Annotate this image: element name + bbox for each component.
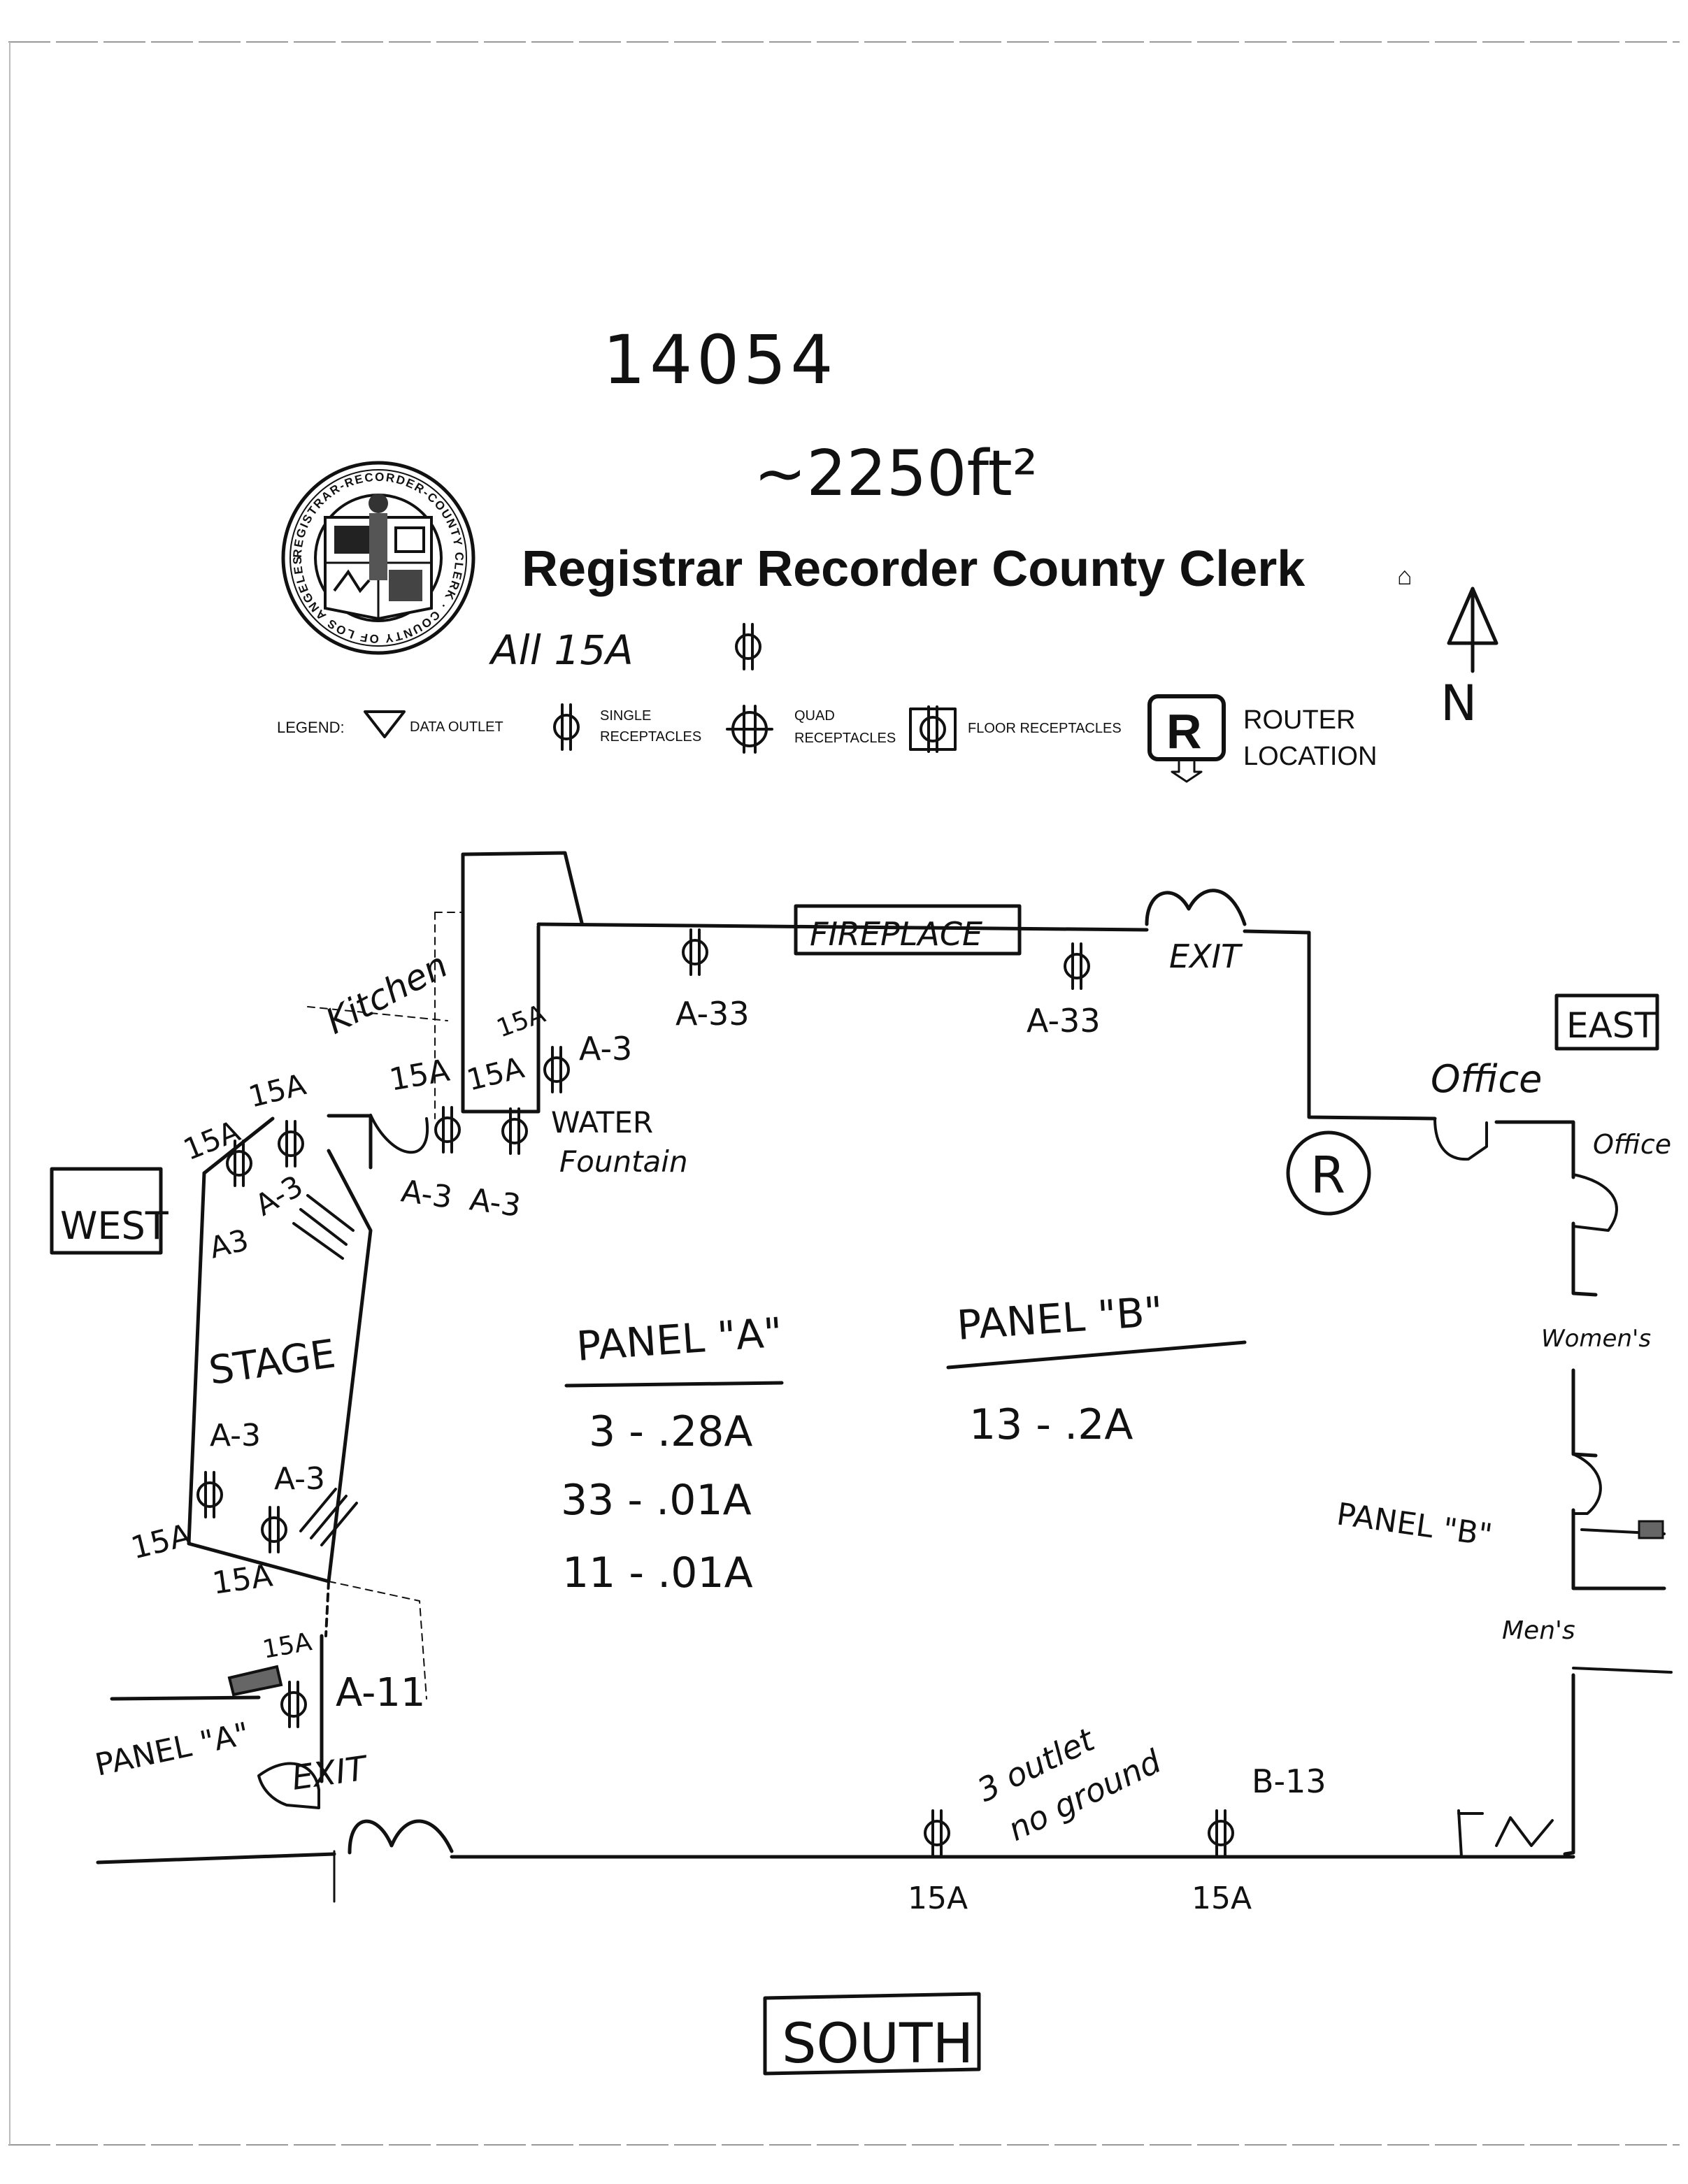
label-a11: A-11: [336, 1670, 426, 1716]
label-a3-stage-w: A-3: [210, 1418, 261, 1453]
label-15a-kitchen-1: 15A: [493, 1000, 550, 1044]
legend-router-icon: R: [1147, 694, 1226, 783]
office-label-2: Office: [1593, 1129, 1671, 1160]
receptacle-kitchen-door: [434, 1106, 461, 1154]
label-15a-kitchen-3: 15A: [387, 1053, 452, 1098]
office-label: Office: [1431, 1057, 1542, 1101]
stage-label: STAGE: [206, 1331, 338, 1394]
label-15a-stage-2: 15A: [245, 1067, 310, 1114]
label-a33-northeast: A-33: [1027, 1002, 1101, 1040]
label-15a-kitchen-2: 15A: [464, 1050, 528, 1097]
legend-floor-receptacle-icon: [909, 705, 957, 753]
west-label: WEST: [60, 1204, 169, 1248]
receptacle-stage-sw: [196, 1471, 223, 1518]
label-15a-south-1: 15A: [908, 1881, 968, 1916]
receptacle-b13: [1208, 1809, 1234, 1857]
legend: LEGEND: DATA OUTLET SINGLE RECEPTACLES Q…: [277, 694, 1377, 783]
south-label: SOUTH: [782, 2013, 973, 2076]
receptacle-a33-northeast: [1064, 942, 1090, 990]
legend-single-line2: RECEPTACLES: [600, 729, 701, 745]
label-15a-south-2: 15A: [1192, 1881, 1252, 1916]
label-a33-north: A-33: [675, 995, 750, 1033]
legend-quad-receptacle-icon: [726, 705, 773, 754]
panel-a-readings: PANEL "A" 3 - .28A 33 - .01A 11 - .01A: [561, 1309, 784, 1597]
fireplace-box: [794, 904, 1022, 956]
exit-label-south: EXIT: [289, 1748, 371, 1798]
legend-quad-line2: RECEPTACLES: [794, 731, 896, 746]
legend-router-line1: ROUTER: [1243, 705, 1355, 735]
receptacle-kitchen-a3: [543, 1046, 570, 1093]
kitchen-label: Kitchen: [319, 944, 454, 1042]
panel-a-row-1: 3 - .28A: [589, 1407, 752, 1456]
receptacle-a33-north: [682, 928, 708, 976]
panel-a-location-label: PANEL "A": [92, 1716, 252, 1783]
east-box: [1554, 993, 1659, 1051]
legend-router-symbol: R: [1166, 704, 1202, 759]
legend-single-line1: SINGLE: [600, 708, 651, 724]
water-fountain-line2: Fountain: [559, 1144, 688, 1179]
legend-single-receptacle-icon: [553, 703, 580, 751]
womens-label: Women's: [1541, 1325, 1651, 1353]
label-a3-kitchen-door: A-3: [399, 1173, 454, 1216]
east-label: EAST: [1566, 1005, 1657, 1046]
data-outlet-icon: [364, 710, 406, 738]
receptacle-stage-se: [261, 1506, 287, 1553]
home-icon: ⌂: [1397, 561, 1412, 590]
legend-data-outlet: DATA OUTLET: [410, 719, 503, 735]
label-15a-stage-sw: 15A: [127, 1517, 194, 1566]
circuit-note: All 15A: [488, 626, 634, 674]
receptacles: [196, 928, 1234, 1857]
legend-floor: FLOOR RECEPTACLES: [968, 721, 1122, 736]
router-marker-label: R: [1310, 1146, 1345, 1205]
panel-b-title: PANEL "B": [955, 1288, 1164, 1349]
north-arrow: N: [1440, 587, 1499, 732]
single-receptacle-icon: [735, 623, 761, 670]
label-15a-stage-s: 15A: [210, 1558, 274, 1601]
label-a3-fountain: A-3: [467, 1181, 522, 1224]
panel-a-row-3: 11 - .01A: [562, 1549, 753, 1597]
label-a3-stage-nw: A3: [206, 1223, 252, 1265]
panel-b-row-1: 13 - .2A: [969, 1400, 1133, 1449]
legend-label: LEGEND:: [277, 719, 345, 736]
panel-a-title: PANEL "A": [575, 1309, 784, 1370]
legend-router-line2: LOCATION: [1243, 742, 1377, 771]
west-box: [50, 1167, 163, 1255]
panel-b-location-label: PANEL "B": [1334, 1496, 1494, 1553]
floor-plan-walls: [96, 851, 1673, 1903]
south-box: [763, 1992, 981, 2076]
legend-quad-line1: QUAD: [794, 708, 835, 724]
county-seal-logo: REGISTRAR-RECORDER-COUNTY CLERK · COUNTY…: [0, 0, 475, 655]
org-title: Registrar Recorder County Clerk: [522, 541, 1306, 597]
label-a3-stage-ne: A-3: [250, 1168, 309, 1222]
label-a3-kitchen: A-3: [579, 1030, 632, 1068]
receptacle-water-fountain: [501, 1107, 528, 1155]
fireplace-label: FIREPLACE: [810, 915, 982, 953]
panel-a-row-2: 33 - .01A: [561, 1476, 752, 1525]
receptacle-a11: [280, 1681, 307, 1728]
water-fountain-line1: WATER: [551, 1105, 653, 1140]
receptacle-south-3outlet: [924, 1809, 950, 1857]
receptacle-stage-ne: [278, 1120, 304, 1168]
exit-label-north: EXIT: [1169, 937, 1243, 975]
mens-label: Men's: [1502, 1616, 1575, 1645]
router-marker: R: [1286, 1130, 1371, 1216]
label-a3-stage-e: A-3: [274, 1461, 325, 1497]
panel-b-readings: PANEL "B" 13 - .2A: [946, 1288, 1247, 1449]
label-b13: B-13: [1252, 1762, 1326, 1800]
area-note: ~2250ft²: [754, 437, 1038, 510]
job-number: 14054: [603, 321, 837, 399]
label-15a-panel-a: 15A: [260, 1628, 314, 1665]
north-label: N: [1440, 675, 1477, 732]
